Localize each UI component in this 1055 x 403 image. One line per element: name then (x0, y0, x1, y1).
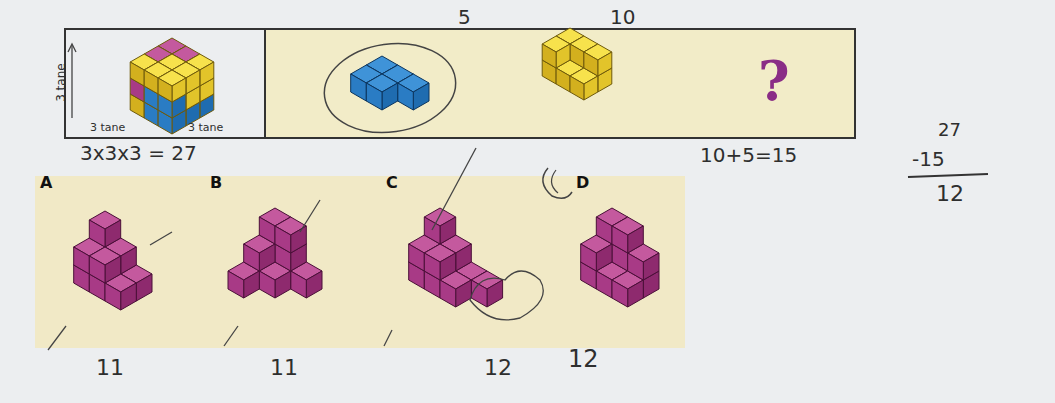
choice-mark (551, 170, 558, 193)
volume-note: 3x3x3 = 27 (80, 142, 197, 164)
dimension-note: 3 tane (55, 63, 68, 102)
cube-face (136, 274, 152, 301)
cube-face (556, 44, 570, 68)
option-letter: D (576, 174, 589, 192)
cube-face (456, 280, 472, 307)
answer-ground (35, 176, 685, 348)
cube-face (584, 52, 598, 76)
cube-face (440, 253, 456, 280)
cube-face (89, 256, 105, 283)
check-line (48, 326, 66, 350)
puzzle-frame (65, 29, 855, 138)
height-arrow (71, 45, 72, 118)
cube-face (144, 70, 158, 94)
cube-face (275, 271, 291, 298)
cube-face (570, 44, 584, 68)
cube-face (105, 220, 121, 247)
subtraction-note: 27 (938, 120, 961, 140)
cube-face (306, 271, 322, 298)
cube-face (200, 62, 214, 86)
cube-face (130, 62, 144, 86)
cube-face (628, 226, 644, 253)
cube-face (259, 244, 275, 271)
count-note: 10 (610, 6, 635, 28)
cube-count: 11 (96, 356, 124, 380)
cube-face (105, 256, 121, 283)
cube-face (598, 52, 612, 76)
cube-count: 12 (568, 346, 599, 372)
cube-face (244, 271, 260, 298)
heart-loop (470, 271, 543, 320)
cube-face (409, 244, 425, 271)
sum-line (908, 174, 988, 177)
cube-face (643, 253, 659, 280)
dimension-note: 3 tane (188, 122, 223, 134)
cube-face (424, 253, 440, 280)
cube-figures (74, 28, 659, 310)
dimension-note: 3 tane (90, 122, 125, 134)
subtraction-result: 12 (936, 182, 964, 206)
cube-face (121, 283, 137, 310)
check-line (432, 148, 476, 230)
check-line (300, 200, 320, 232)
cube-face (456, 244, 472, 271)
arrow-head (68, 44, 76, 52)
cube-face (440, 217, 456, 244)
cube-face (628, 280, 644, 307)
cube-face (228, 271, 244, 298)
cube-count: 11 (270, 356, 298, 380)
cube-face (172, 78, 186, 102)
check-line (150, 232, 172, 245)
question-mark: ? (758, 52, 790, 111)
cube-face (398, 83, 414, 110)
cube-face (105, 283, 121, 310)
subtraction-note: -15 (912, 148, 945, 170)
check-line (384, 330, 392, 346)
cube-face (596, 244, 612, 271)
option-letter: B (210, 174, 222, 192)
cube-face (351, 74, 367, 101)
choice-circle (319, 35, 462, 141)
sum-note: 10+5=15 (700, 144, 797, 166)
cube-face (366, 83, 382, 110)
cube-face (424, 217, 440, 244)
cube-face (612, 226, 628, 253)
panel-divider (264, 29, 266, 138)
panel-ground (265, 30, 855, 138)
cube-face (596, 217, 612, 244)
cube-face (628, 253, 644, 280)
cube-face (259, 217, 275, 244)
cube-face (186, 70, 200, 94)
check-line (224, 326, 238, 346)
cube-face (244, 244, 260, 271)
cube-face (89, 220, 105, 247)
cube-face (612, 280, 628, 307)
option-letter: C (386, 174, 398, 192)
cube-face (291, 271, 307, 298)
cube-count: 12 (484, 356, 512, 380)
cube-face (542, 44, 556, 68)
count-note: 5 (458, 6, 471, 28)
cube-face (275, 226, 291, 253)
cube-face (440, 280, 456, 307)
cube-face (596, 271, 612, 298)
cube-face (487, 280, 503, 307)
cube-face (570, 76, 584, 100)
cube-face (74, 247, 90, 274)
cube-face (158, 78, 172, 102)
cube-face (556, 68, 570, 92)
cube-face (584, 76, 598, 100)
cube-face (382, 83, 398, 110)
cube-face (259, 271, 275, 298)
cube-face (291, 226, 307, 253)
cube-face (413, 83, 429, 110)
option-letter: A (40, 174, 52, 192)
choice-mark (543, 168, 572, 198)
cube-face (581, 244, 597, 271)
cube-face (121, 247, 137, 274)
